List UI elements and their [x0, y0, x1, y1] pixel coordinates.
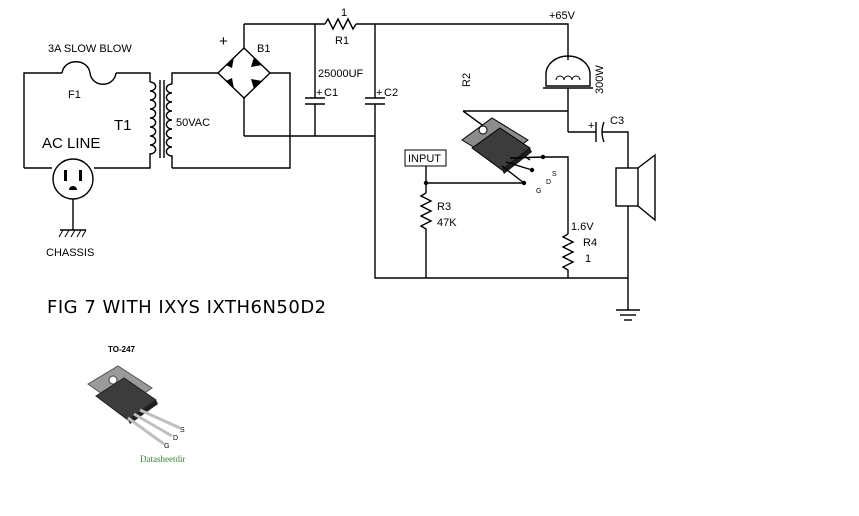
fuse-ref-label: F1: [68, 89, 81, 101]
speaker-icon: [615, 153, 656, 310]
resistor-r3-symbol: [419, 192, 433, 278]
package-pin-g-label: G: [164, 443, 169, 450]
figure-caption: FIG 7 WITH IXYS IXTH6N50D2: [47, 297, 327, 318]
c3-ref-label: C3: [610, 115, 624, 127]
r1-value-label: 1: [341, 7, 347, 19]
supply-voltage-label: +65V: [549, 10, 576, 22]
dc-rails: [244, 17, 628, 279]
transformer-core: [159, 80, 165, 158]
lamp-icon: [543, 55, 593, 132]
watermark-label: Datasheetdir: [140, 454, 185, 464]
package-name-label: TO-247: [108, 345, 136, 354]
c2-polarity-label: +: [376, 87, 382, 99]
c1-ref-label: C1: [324, 87, 338, 99]
r4-voltage-label: 1.6V: [571, 221, 594, 233]
source-branch: [543, 156, 575, 278]
bridge-rectifier-b1: [216, 24, 272, 136]
r3-value-label: 47K: [437, 217, 457, 229]
package-pin-d-label: D: [173, 435, 178, 442]
lamp-value-label: 300W: [594, 65, 606, 94]
pin-g-label: G: [536, 188, 541, 195]
pin-s-label: S: [552, 171, 557, 178]
r2-ref-label: R2: [461, 73, 473, 87]
pin-d-label: D: [546, 179, 551, 186]
transformer-secondary-label: 50VAC: [176, 117, 210, 129]
gate-branch: [404, 149, 524, 278]
fuse-rating-label: 3A SLOW BLOW: [48, 43, 132, 55]
c3-polarity-label: +: [588, 120, 594, 132]
fuse-f1-symbol: [61, 61, 117, 85]
resistor-r1-symbol: [324, 17, 357, 31]
transformer-secondary-coil: [165, 83, 173, 168]
ac-line-label: AC LINE: [42, 135, 100, 152]
r4-value-label: 1: [585, 253, 591, 265]
r4-ref-label: R4: [583, 237, 597, 249]
bridge-plus-label: +: [219, 33, 228, 50]
r1-ref-label: R1: [335, 35, 349, 47]
output-capacitor-c3: [595, 121, 629, 168]
c2-ref-label: C2: [384, 87, 398, 99]
chassis-ground-icon: [58, 229, 87, 238]
resistor-r4-symbol: [561, 233, 575, 278]
transformer-ref-label: T1: [114, 117, 132, 134]
mosfet-transistor-icon: [461, 117, 546, 186]
bridge-ref-label: B1: [257, 43, 270, 55]
r3-ref-label: R3: [437, 201, 451, 213]
input-label: INPUT: [408, 153, 441, 165]
output-ground-icon: [616, 309, 640, 321]
secondary-circuit: [165, 72, 291, 169]
chassis-label: CHASSIS: [46, 247, 94, 259]
to247-package-icon: [87, 365, 181, 446]
transformer-primary-coil: [149, 81, 157, 156]
ac-plug-icon: [52, 158, 94, 230]
c1-polarity-label: +: [316, 87, 322, 99]
primary-circuit: [23, 61, 157, 169]
c1-value-label: 25000UF: [318, 68, 364, 80]
package-pin-s-label: S: [180, 427, 185, 434]
